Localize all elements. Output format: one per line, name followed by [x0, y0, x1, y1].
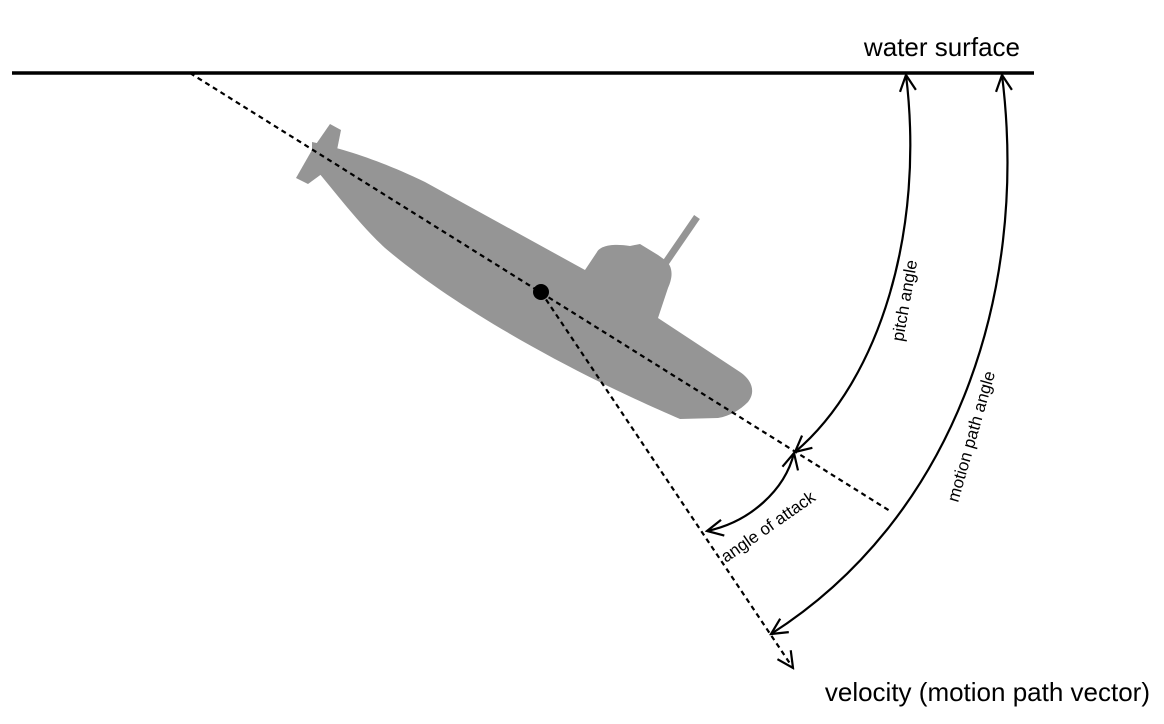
center-of-mass-dot: [533, 284, 549, 300]
velocity-label: velocity (motion path vector): [825, 677, 1150, 707]
pitch-angle-arc: [795, 75, 910, 452]
motion-path-angle-arc: [771, 75, 1007, 634]
motion-path-angle-label: motion path angle: [944, 369, 1000, 504]
submarine-tail-fin: [296, 124, 341, 184]
submarine-hull: [312, 142, 753, 419]
pitch-angle-label: pitch angle: [888, 258, 921, 342]
angle-of-attack-arc: [707, 453, 794, 531]
submarine-periscope: [659, 215, 700, 270]
water-surface-label: water surface: [863, 32, 1020, 62]
submarine: [296, 124, 753, 419]
velocity-vector-line: [540, 291, 793, 668]
